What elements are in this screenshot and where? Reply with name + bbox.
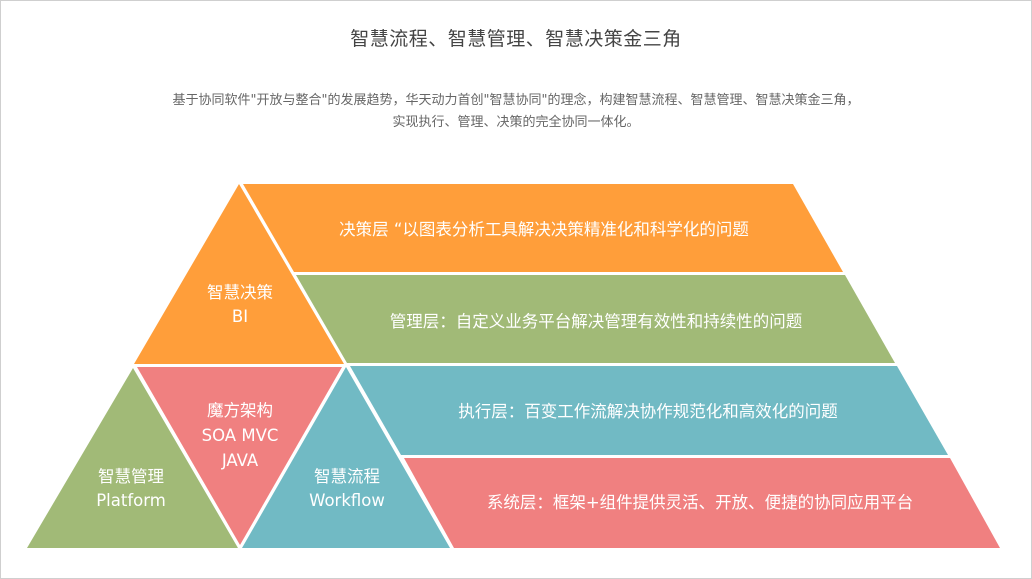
layer-management-band — [296, 275, 895, 363]
triangle-decision-line2: BI — [232, 307, 248, 326]
triangle-architecture-shape — [137, 367, 342, 545]
layer-execution-label: 执行层：百变工作流解决协作规范化和高效化的问题 — [458, 402, 838, 421]
layer-execution-band — [350, 366, 948, 455]
layer-system-band — [404, 458, 1000, 548]
triangle-architecture-line2: SOA MVC — [202, 426, 279, 445]
layer-execution: 执行层：百变工作流解决协作规范化和高效化的问题 — [350, 366, 948, 455]
triangle-workflow-line2: Workflow — [309, 491, 385, 510]
triangle-workflow: 智慧流程 Workflow — [242, 367, 450, 548]
triangle-decision: 智慧决策 BI — [134, 184, 344, 364]
layer-system: 系统层：框架+组件提供灵活、开放、便捷的协同应用平台 — [404, 458, 1000, 548]
triangle-management-line2: Platform — [96, 491, 166, 510]
triangle-decision-line1: 智慧决策 — [207, 283, 273, 302]
triangle-decision-shape — [134, 184, 344, 364]
layer-decision-band — [243, 184, 843, 272]
triangle-workflow-line1: 智慧流程 — [314, 467, 380, 486]
layer-decision-label: 决策层 “以图表分析工具解决决策精准化和科学化的问题 — [339, 220, 749, 239]
triangle-architecture: 魔方架构 SOA MVC JAVA — [137, 367, 342, 545]
triangle-architecture-line1: 魔方架构 — [207, 401, 273, 420]
description-line-1: 基于协同软件"开放与整合"的发展趋势，华天动力首创"智慧协同"的理念，构建智慧流… — [172, 93, 860, 108]
layer-system-label: 系统层：框架+组件提供灵活、开放、便捷的协同应用平台 — [487, 493, 913, 512]
triangle-management: 智慧管理 Platform — [27, 368, 238, 548]
page-title: 智慧流程、智慧管理、智慧决策金三角 — [350, 28, 682, 50]
triangle-management-shape — [27, 368, 238, 548]
triangle-architecture-line3: JAVA — [221, 451, 259, 470]
page-description: 基于协同软件"开放与整合"的发展趋势，华天动力首创"智慧协同"的理念，构建智慧流… — [100, 90, 932, 134]
layer-decision: 决策层 “以图表分析工具解决决策精准化和科学化的问题 — [243, 184, 843, 272]
layer-management-label: 管理层：自定义业务平台解决管理有效性和持续性的问题 — [390, 312, 803, 331]
layer-management: 管理层：自定义业务平台解决管理有效性和持续性的问题 — [296, 275, 895, 363]
triangle-management-line1: 智慧管理 — [98, 467, 164, 486]
description-line-2: 实现执行、管理、决策的完全协同一体化。 — [392, 115, 640, 130]
triangle-workflow-shape — [242, 367, 450, 548]
